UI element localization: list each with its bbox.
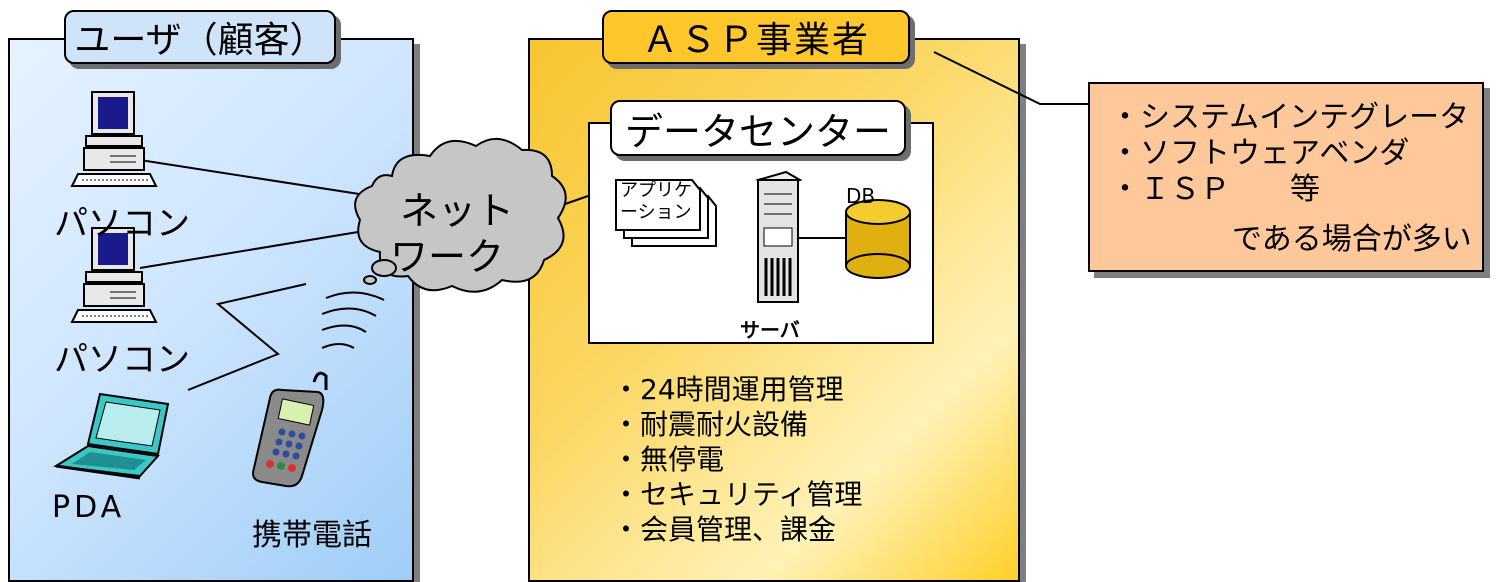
list-item: ・ソフトウェアベンダ [1110, 136, 1410, 171]
list-item: ・24時間運用管理 [612, 373, 844, 406]
user-panel [8, 38, 414, 582]
vendor-note-text: である場合が多い [1232, 222, 1472, 257]
list-item: ・システムインテグレータ [1110, 100, 1470, 135]
mobile-phone-label: 携帯電話 [252, 518, 372, 553]
asp-panel-title: ＡＳＰ事業者 [602, 10, 910, 64]
datacenter-title: データセンター [610, 100, 906, 156]
pc-label: パソコン [54, 340, 190, 380]
network-label-line2: ワーク [390, 235, 505, 279]
server-icon [755, 170, 803, 303]
list-item: ・セキュリティ管理 [612, 478, 863, 511]
application-document-icon [615, 179, 717, 247]
pc-label: パソコン [54, 204, 190, 244]
mobile-phone-icon [252, 371, 328, 488]
network-cloud-icon [354, 138, 567, 293]
database-label: DB [846, 184, 876, 208]
pc2-connection-line [139, 231, 359, 269]
pda-label: PDA [52, 490, 126, 525]
user-panel-title: ユーザ（顧客） [64, 10, 336, 64]
pc1-connection-line [139, 159, 373, 197]
asp-to-vendor-line [933, 51, 1088, 105]
wireless-signal-icon [321, 291, 385, 349]
list-item: ・会員管理、課金 [612, 513, 837, 546]
list-item: ・ＩＳＰ 等 [1110, 172, 1320, 207]
list-item: ・耐震耐火設備 [612, 408, 809, 441]
database-icon [845, 199, 911, 279]
asp-diagram: ユーザ（顧客） パソコン パソコン PDA 携帯電話 ネット ワーク ＡＳＰ事業… [8, 10, 1484, 582]
application-label: アプリケーション [620, 180, 692, 223]
network-label-line1: ネット [400, 189, 515, 233]
datacenter-graphics [615, 170, 911, 303]
computer-icon [70, 91, 158, 187]
vendor-list: ・システムインテグレータ ・ソフトウェアベンダ ・ＩＳＰ 等 [1110, 100, 1469, 208]
laptop-icon [53, 392, 170, 480]
vendor-note-box [1088, 82, 1484, 272]
server-label: サーバ [740, 318, 800, 342]
wireless-link-line [187, 283, 307, 391]
list-item: ・無停電 [612, 443, 725, 476]
feature-list: ・24時間運用管理 ・耐震耐火設備 ・無停電 ・セキュリティ管理 ・会員管理、課… [612, 372, 862, 547]
computer-icon [70, 227, 158, 323]
